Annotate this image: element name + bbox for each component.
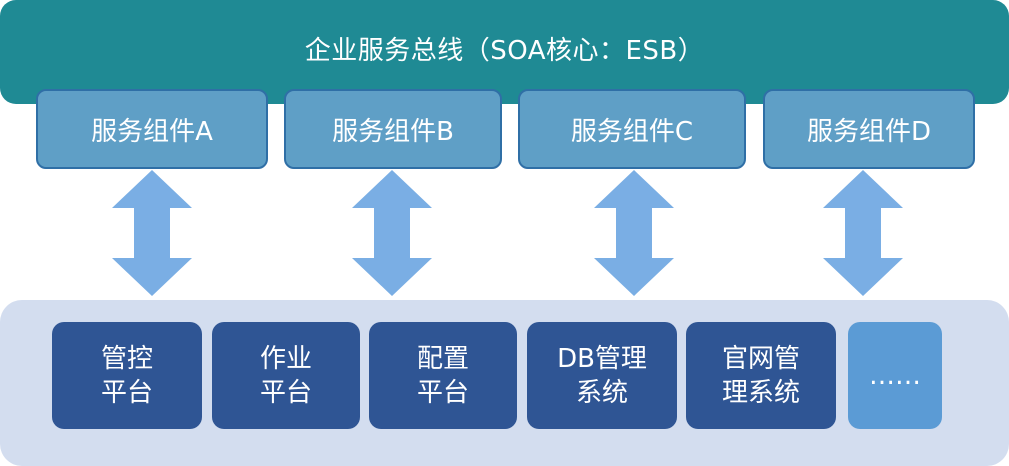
platform-more: …… — [848, 322, 942, 429]
bidirectional-arrow-b — [352, 170, 432, 296]
service-component-c: 服务组件C — [518, 89, 746, 169]
platform-config: 配置 平台 — [369, 322, 517, 429]
platform-control: 管控 平台 — [52, 322, 202, 429]
service-component-d: 服务组件D — [763, 89, 975, 169]
service-component-a: 服务组件A — [36, 89, 268, 169]
bidirectional-arrow-d — [823, 170, 903, 296]
platform-website-management: 官网管 理系统 — [686, 322, 836, 429]
bidirectional-arrow-a — [112, 170, 192, 296]
platform-job: 作业 平台 — [212, 322, 360, 429]
platform-db-management: DB管理 系统 — [527, 322, 677, 429]
bus-title: 企业服务总线（SOA核心：ESB） — [304, 36, 705, 66]
service-component-b: 服务组件B — [284, 89, 502, 169]
bidirectional-arrow-c — [594, 170, 674, 296]
enterprise-service-bus: 企业服务总线（SOA核心：ESB） — [0, 0, 1009, 104]
